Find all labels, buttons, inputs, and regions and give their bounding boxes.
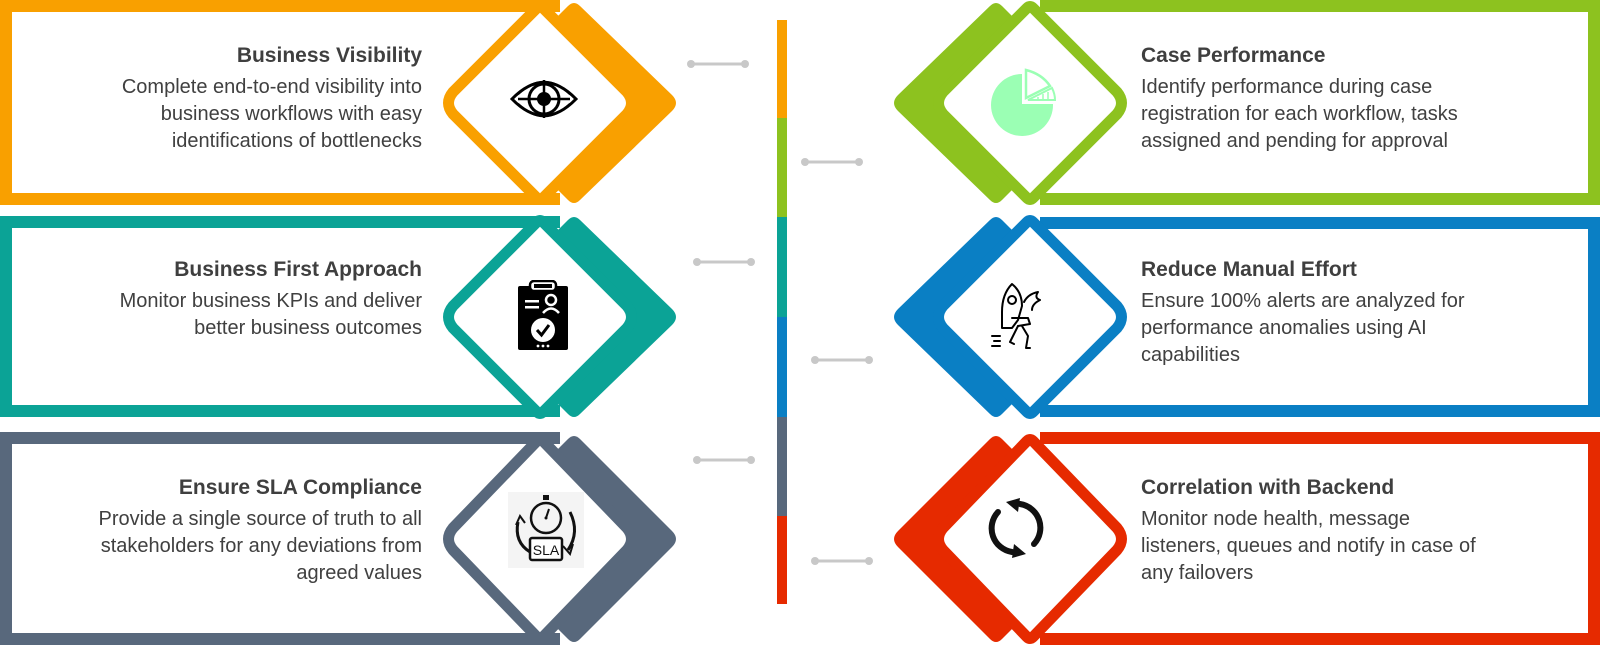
desc-line: better business outcomes xyxy=(194,317,422,339)
pie-chart-icon xyxy=(991,68,1056,136)
feature-description: Complete end-to-end visibility into busi… xyxy=(122,74,422,155)
desc-line: identifications of bottlenecks xyxy=(171,130,422,152)
bar-segment-slate xyxy=(777,417,787,516)
desc-line: listeners, queues and notify in case of xyxy=(1141,535,1476,557)
feature-title: Case Performance xyxy=(1141,44,1326,67)
bar-segment-blue xyxy=(777,317,787,417)
feature-description: Monitor business KPIs and deliver better… xyxy=(120,288,422,342)
desc-line: registration for each workflow, tasks xyxy=(1141,103,1458,125)
desc-line: Complete end-to-end visibility into xyxy=(121,76,422,98)
sla-stopwatch-icon: SLA xyxy=(508,492,584,568)
desc-line: Provide a single source of truth to all xyxy=(98,508,422,530)
feature-text-ensure-sla-compliance: Ensure SLA Compliance Provide a single s… xyxy=(98,476,422,587)
desc-line: assigned and pending for approval xyxy=(1141,130,1448,152)
desc-line: Identify performance during case xyxy=(1141,76,1433,98)
feature-card-case-performance xyxy=(1040,0,1600,205)
feature-description: Provide a single source of truth to all … xyxy=(98,506,422,587)
desc-line: capabilities xyxy=(1141,344,1240,366)
desc-line: stakeholders for any deviations from xyxy=(100,535,422,557)
feature-title: Ensure SLA Compliance xyxy=(178,476,422,499)
svg-text:SLA: SLA xyxy=(533,542,560,558)
bar-segment-orange xyxy=(777,20,787,118)
desc-line: Monitor node health, message xyxy=(1141,508,1411,530)
feature-text-business-visibility: Business Visibility Complete end-to-end … xyxy=(122,44,422,155)
diamond-badge-reduce-manual-effort xyxy=(880,214,1127,424)
connector-right-2 xyxy=(811,356,873,364)
desc-line: agreed values xyxy=(296,562,422,584)
desc-line: performance anomalies using AI xyxy=(1141,317,1427,339)
sync-arrows-icon xyxy=(988,498,1044,558)
feature-title: Reduce Manual Effort xyxy=(1141,258,1357,281)
feature-text-reduce-manual-effort: Reduce Manual Effort Ensure 100% alerts … xyxy=(1141,258,1465,369)
desc-line: business workflows with easy xyxy=(160,103,422,125)
feature-description: Monitor node health, message listeners, … xyxy=(1141,506,1476,587)
connector-left-2 xyxy=(693,258,755,266)
feature-description: Identify performance during case registr… xyxy=(1141,74,1458,155)
bar-segment-red xyxy=(777,516,787,604)
bar-segment-green xyxy=(777,118,787,217)
bar-segment-teal xyxy=(777,217,787,317)
desc-line: Ensure 100% alerts are analyzed for xyxy=(1141,290,1465,312)
rocket-person-icon xyxy=(991,283,1041,349)
feature-title: Business First Approach xyxy=(174,258,422,281)
feature-description: Ensure 100% alerts are analyzed for perf… xyxy=(1141,288,1465,369)
clipboard-check-icon xyxy=(518,280,568,350)
feature-title: Business Visibility xyxy=(236,44,422,67)
connector-left-1 xyxy=(687,60,749,68)
feature-title: Correlation with Backend xyxy=(1141,476,1395,499)
diamond-badge-case-performance xyxy=(880,0,1127,210)
connector-right-3 xyxy=(811,557,873,565)
desc-line: any failovers xyxy=(1141,562,1254,584)
feature-text-correlation-with-backend: Correlation with Backend Monitor node he… xyxy=(1141,476,1476,587)
feature-text-business-first-approach: Business First Approach Monitor business… xyxy=(120,258,422,342)
feature-card-reduce-manual-effort xyxy=(1040,217,1600,417)
eye-target-icon xyxy=(510,80,578,118)
connector-left-3 xyxy=(693,456,755,464)
feature-text-case-performance: Case Performance Identify performance du… xyxy=(1141,44,1458,155)
feature-card-correlation-with-backend xyxy=(1040,432,1600,645)
diamond-badge-correlation-with-backend xyxy=(880,433,1127,644)
desc-line: Monitor business KPIs and deliver xyxy=(119,290,422,312)
connector-right-1 xyxy=(801,158,863,166)
